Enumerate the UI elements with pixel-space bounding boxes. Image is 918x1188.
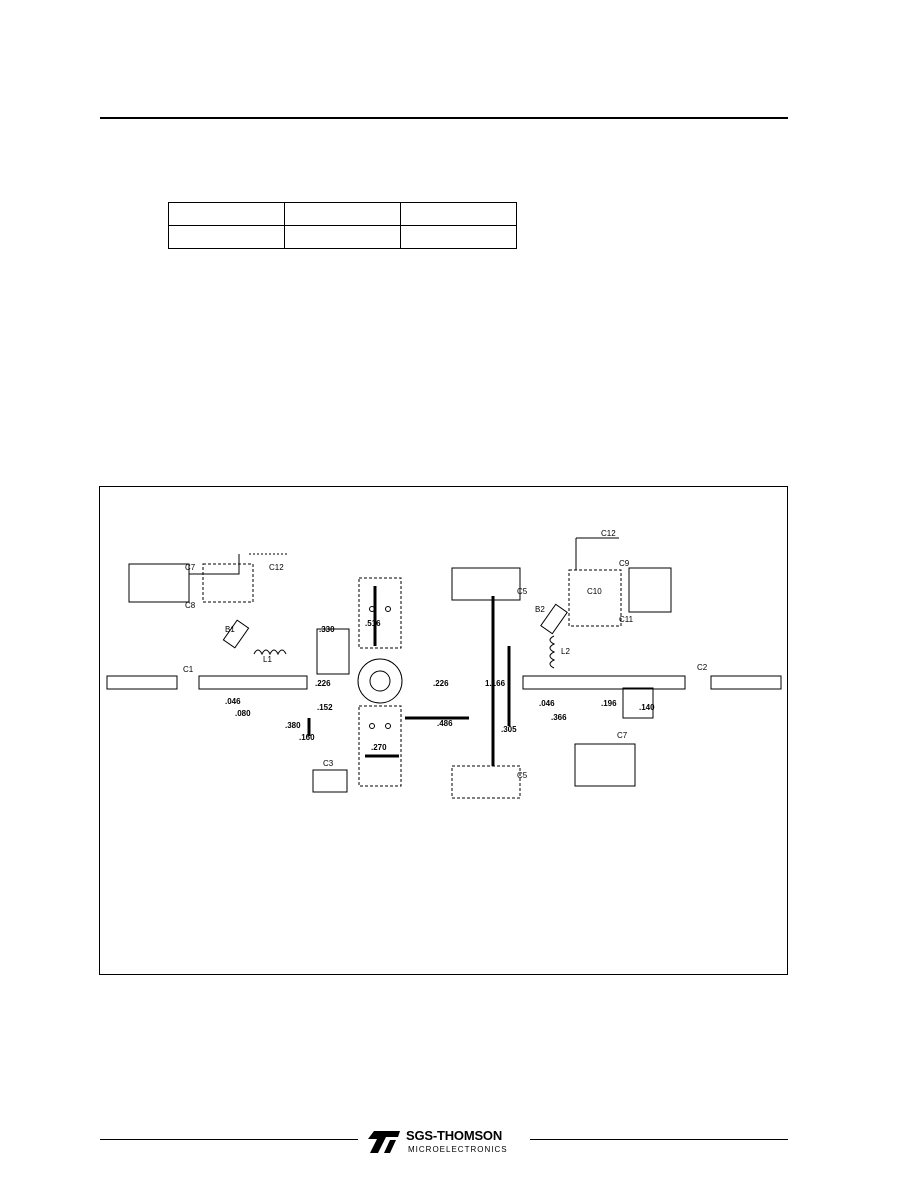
brand-subtitle: MICROELECTRONICS — [408, 1145, 508, 1154]
dim-152: .152 — [317, 703, 333, 712]
dim-380: .380 — [285, 721, 301, 730]
coil-l2 — [549, 635, 556, 669]
footer-rule-right — [530, 1139, 788, 1140]
table-cell — [284, 202, 401, 226]
dim-226-right: .226 — [433, 679, 449, 688]
dim-046-right: .046 — [539, 699, 555, 708]
pad-c5-top — [451, 567, 521, 601]
pad-c8 — [202, 563, 254, 603]
pad-c10 — [568, 569, 622, 627]
label-c7-right: C7 — [617, 731, 628, 740]
coil-l1 — [253, 649, 287, 656]
input-line — [106, 675, 178, 690]
output-line — [710, 675, 782, 690]
bead-b2 — [540, 603, 568, 635]
bias-line-left — [189, 554, 240, 575]
figure-frame — [99, 486, 788, 975]
dim-046-left: .046 — [225, 697, 241, 706]
label-c8: C8 — [185, 601, 196, 610]
label-c7: C7 — [185, 563, 196, 572]
dim-1166: 1.166 — [485, 679, 506, 688]
transistor-lead-top — [358, 577, 402, 649]
dim-366: .366 — [551, 713, 567, 722]
table-row — [168, 225, 517, 249]
dim-270: .270 — [371, 743, 387, 752]
table-cell — [400, 225, 517, 249]
label-b1: B1 — [225, 625, 235, 634]
table-cell — [168, 225, 285, 249]
pad-c9 — [628, 567, 672, 613]
transistor-lead-bottom — [358, 705, 402, 787]
via — [385, 723, 391, 729]
label-l2: L2 — [561, 647, 570, 656]
table-row — [168, 202, 517, 226]
dim-516: .516 — [365, 619, 381, 628]
dim-196: .196 — [601, 699, 617, 708]
pad-c5-bottom — [451, 765, 521, 799]
footer-rule-left — [100, 1139, 358, 1140]
st-logo-icon — [368, 1131, 400, 1153]
pad-c7b — [574, 743, 636, 787]
spec-table — [168, 202, 517, 249]
label-l1: L1 — [263, 655, 272, 664]
dim-080: .080 — [235, 709, 251, 718]
dim-486: .486 — [437, 719, 453, 728]
pad-c7 — [128, 563, 190, 603]
pad-c3 — [312, 769, 348, 793]
bead-b1 — [222, 619, 250, 649]
header-rule — [100, 117, 788, 119]
dim-140: .140 — [639, 703, 655, 712]
label-c12-right: C12 — [601, 529, 616, 538]
label-c5-bottom: C5 — [517, 771, 528, 780]
label-c11: C11 — [619, 615, 634, 624]
table-cell — [168, 202, 285, 226]
label-b2: B2 — [535, 605, 545, 614]
transistor-center — [369, 670, 391, 692]
label-c2: C2 — [697, 663, 708, 672]
label-c9: C9 — [619, 559, 630, 568]
brand-name: SGS-THOMSON — [406, 1128, 503, 1143]
via — [369, 723, 375, 729]
label-c12-left: C12 — [269, 563, 284, 572]
pcb-layout-diagram: C7 C8 C12 B1 L1 C1 C3 C5 C5 C12 C9 C10 C… — [106, 529, 782, 799]
transistor-body — [357, 658, 403, 704]
dim-226-left: .226 — [315, 679, 331, 688]
label-c5-top: C5 — [517, 587, 528, 596]
label-c1: C1 — [183, 665, 194, 674]
dim-330: .330 — [319, 625, 335, 634]
via — [385, 606, 391, 612]
dim-305: .305 — [501, 725, 517, 734]
table-cell — [284, 225, 401, 249]
label-c10: C10 — [587, 587, 602, 596]
pad-140 — [622, 687, 654, 719]
output-match-line — [522, 675, 686, 690]
label-c3: C3 — [323, 759, 334, 768]
pad-330 — [316, 628, 350, 675]
input-match-line — [198, 675, 308, 690]
dim-160: .160 — [299, 733, 315, 742]
table-cell — [400, 202, 517, 226]
